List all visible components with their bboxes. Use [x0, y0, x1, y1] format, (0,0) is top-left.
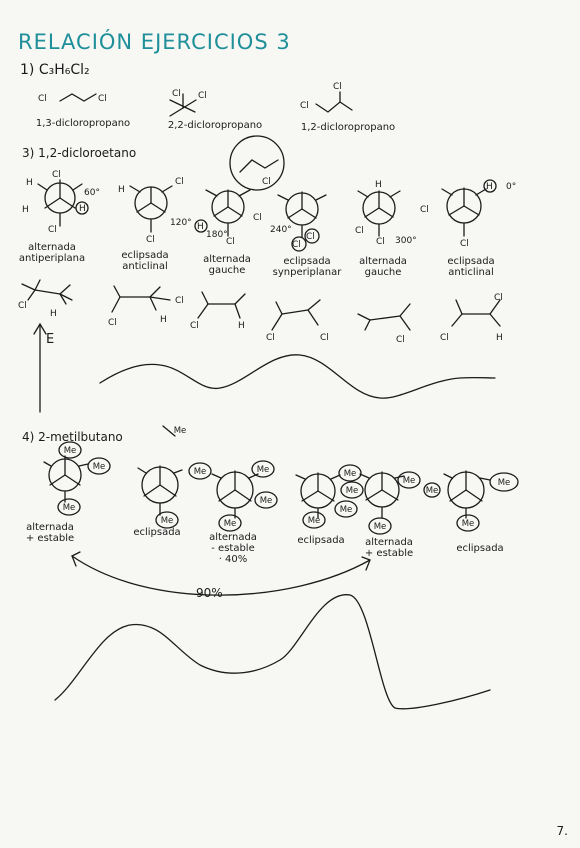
svg-text:Me: Me — [374, 522, 387, 532]
conformer-b4-label: eclipsada — [297, 535, 345, 546]
svg-text:Cl: Cl — [440, 333, 449, 343]
isomer-3-cl-top: Cl — [333, 82, 342, 92]
sawhorse-row — [21, 279, 501, 331]
isomer-3-name: 1,2-dicloropropano — [300, 122, 396, 133]
svg-text:Me: Me — [93, 462, 106, 472]
svg-text:Me: Me — [426, 486, 439, 496]
svg-text:H: H — [375, 180, 382, 190]
svg-text:Cl: Cl — [306, 232, 315, 242]
svg-text:Me: Me — [194, 467, 207, 477]
svg-text:Cl: Cl — [226, 237, 235, 247]
svg-text:H: H — [197, 222, 204, 232]
svg-text:Cl: Cl — [175, 177, 184, 187]
svg-text:Me: Me — [344, 469, 357, 479]
svg-text:Cl: Cl — [420, 205, 429, 215]
isomer-1-skeleton — [59, 93, 97, 102]
angle-180: 180° — [206, 230, 228, 240]
conformer-b1-label: alternada+ estable — [25, 522, 75, 544]
angle-0: 0° — [506, 182, 517, 192]
conversion-percent: 90% — [196, 586, 223, 600]
svg-text:Me: Me — [340, 505, 353, 515]
svg-text:Cl: Cl — [292, 240, 301, 250]
svg-text:Cl: Cl — [108, 318, 117, 328]
isomer-2-cl-right: Cl — [198, 91, 207, 101]
exercise-3-heading: 3) 1,2-dicloroetano — [22, 146, 137, 160]
exercise-1-heading: 1) C₃H₆Cl₂ — [20, 62, 90, 78]
angle-60: 60° — [84, 188, 100, 198]
svg-text:H: H — [160, 315, 167, 325]
svg-text:Cl: Cl — [460, 239, 469, 249]
energy-axis-label: E — [46, 332, 55, 347]
svg-text:Me: Me — [174, 426, 187, 436]
svg-text:Cl: Cl — [494, 293, 503, 303]
svg-text:Me: Me — [462, 519, 475, 529]
energy-curve-2 — [54, 594, 491, 710]
svg-text:H: H — [26, 178, 33, 188]
isomer-3-skeleton — [315, 101, 353, 113]
conformer-b3-label: alternada- estable· 40% — [209, 532, 257, 565]
svg-text:Me: Me — [403, 476, 416, 486]
conformer-b2-label: eclipsada — [133, 527, 181, 538]
svg-text:Cl: Cl — [48, 225, 57, 235]
methyl-circles — [57, 441, 519, 535]
svg-text:Cl: Cl — [396, 335, 405, 345]
isomer-1-name: 1,3-dicloropropano — [35, 118, 131, 129]
angle-300: 300° — [395, 236, 417, 246]
svg-text:Me: Me — [64, 446, 77, 456]
exercise-4-heading: 4) 2-metilbutano — [22, 430, 123, 444]
svg-text:Cl: Cl — [262, 177, 271, 187]
svg-text:Cl: Cl — [175, 296, 184, 306]
svg-text:Cl: Cl — [52, 170, 61, 180]
svg-text:H: H — [22, 205, 29, 215]
svg-text:Cl: Cl — [266, 333, 275, 343]
conversion-arrow — [71, 555, 371, 596]
isomer-1-cl-left: Cl — [38, 94, 47, 104]
svg-text:Cl: Cl — [355, 226, 364, 236]
svg-text:Cl: Cl — [146, 235, 155, 245]
svg-text:H: H — [79, 204, 86, 214]
isomer-3-cl-left: Cl — [300, 101, 309, 111]
svg-text:H: H — [238, 321, 245, 331]
svg-text:Me: Me — [346, 486, 359, 496]
svg-text:Me: Me — [260, 496, 273, 506]
svg-text:H: H — [496, 333, 503, 343]
svg-text:Me: Me — [63, 503, 76, 513]
molecule-circle — [229, 135, 285, 191]
svg-text:Cl: Cl — [320, 333, 329, 343]
svg-text:H: H — [50, 309, 57, 319]
svg-text:H: H — [486, 182, 493, 192]
svg-text:Cl: Cl — [190, 321, 199, 331]
conformer-b6-label: eclipsada — [456, 543, 504, 554]
angle-240: 240° — [270, 225, 292, 235]
page-number: 7. — [556, 824, 568, 838]
svg-text:Me: Me — [224, 519, 237, 529]
svg-text:Me: Me — [308, 516, 321, 526]
svg-text:Cl: Cl — [376, 237, 385, 247]
svg-text:H: H — [118, 185, 125, 195]
isomer-2-cl-left: Cl — [172, 89, 181, 99]
isomer-2-name: 2,2-dicloropropano — [167, 120, 263, 131]
svg-text:Me: Me — [257, 465, 270, 475]
isomer-1-cl-right: Cl — [98, 94, 107, 104]
energy-curve-1 — [99, 354, 496, 399]
svg-text:Cl: Cl — [253, 213, 262, 223]
svg-text:Me: Me — [161, 516, 174, 526]
conformer-b5-label: alternada+ estable — [364, 537, 414, 559]
svg-text:Cl: Cl — [18, 301, 27, 311]
angle-120: 120° — [170, 218, 192, 228]
page-title: RELACIÓN EJERCICIOS 3 — [18, 30, 291, 54]
svg-text:Me: Me — [498, 478, 511, 488]
